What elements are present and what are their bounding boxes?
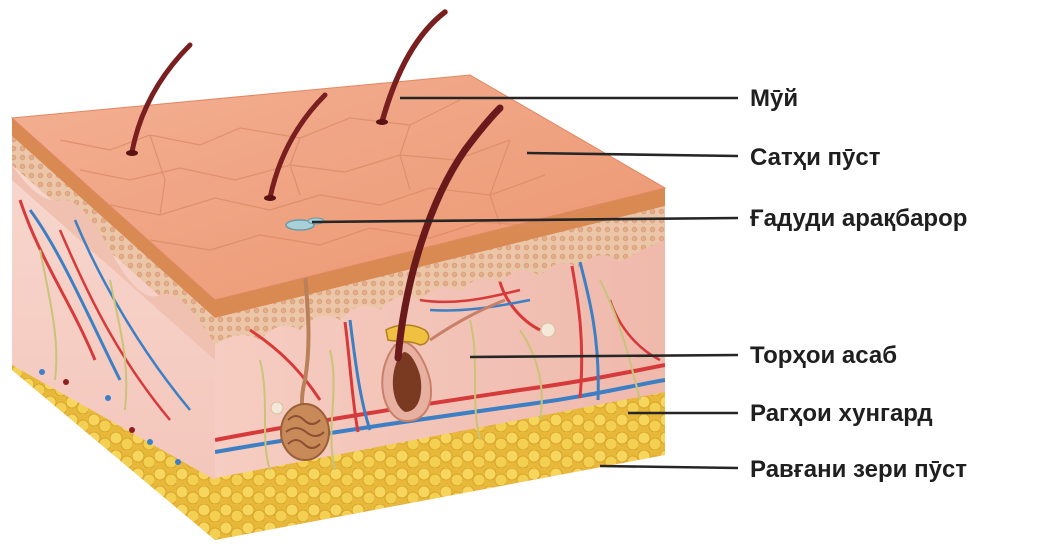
label-subcutaneous-fat: Равғани зери пӯст	[750, 456, 967, 483]
label-blood-vessels: Рагҳои хунгард	[750, 400, 933, 427]
label-epidermis: Сатҳи пӯст	[750, 144, 881, 171]
leader-subcutaneous-fat	[600, 466, 738, 468]
label-nerves: Торҳои асаб	[750, 342, 897, 369]
label-sweat-gland: Ғадуди арақбарор	[750, 205, 967, 232]
label-hair: Мӯй	[750, 85, 798, 112]
